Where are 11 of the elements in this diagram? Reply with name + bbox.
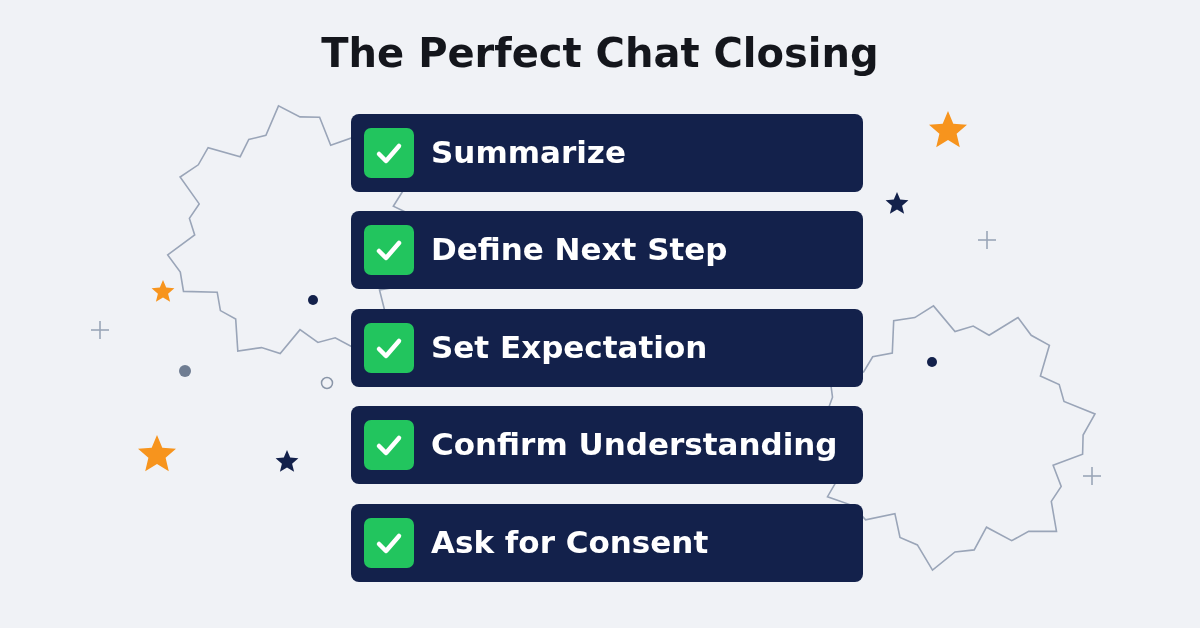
step-label: Confirm Understanding xyxy=(431,425,838,464)
step-box xyxy=(351,114,863,192)
step-box xyxy=(351,211,863,289)
step-label: Set Expectation xyxy=(431,328,708,367)
title: The Perfect Chat Closing xyxy=(321,30,879,76)
step-box xyxy=(351,309,863,387)
step-box xyxy=(351,504,863,582)
step-label: Define Next Step xyxy=(431,230,728,269)
step-box xyxy=(351,406,863,484)
step-label: Summarize xyxy=(431,133,626,172)
step-label: Ask for Consent xyxy=(431,523,709,562)
